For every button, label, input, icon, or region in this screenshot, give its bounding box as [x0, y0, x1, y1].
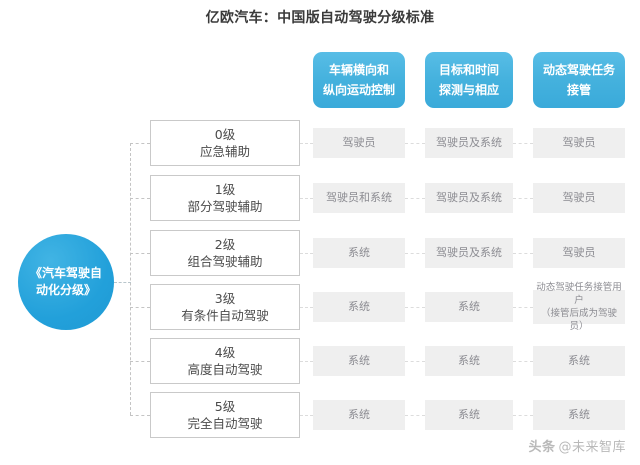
watermark-logo: 头条	[528, 440, 556, 455]
cell-5-0: 系统	[313, 400, 405, 430]
cell-2-1-text: 驾驶员及系统	[436, 246, 502, 259]
cell-5-1-text: 系统	[458, 408, 480, 421]
level-3-name: 有条件自动驾驶	[181, 308, 269, 323]
cell-connector-2-1	[405, 253, 425, 254]
cell-2-2: 驾驶员	[533, 238, 625, 268]
cell-4-0: 系统	[313, 346, 405, 376]
level-box-3: 3级 有条件自动驾驶	[150, 284, 300, 330]
cell-5-0-text: 系统	[348, 408, 370, 421]
tree-branch-1	[130, 198, 150, 199]
cell-4-0-text: 系统	[348, 354, 370, 367]
cell-connector-5-2	[513, 415, 533, 416]
level-box-4: 4级 高度自动驾驶	[150, 338, 300, 384]
level-5-number: 5级	[214, 399, 236, 414]
level-0-name: 应急辅助	[199, 144, 250, 159]
cell-1-0: 驾驶员和系统	[313, 183, 405, 213]
cell-4-1: 系统	[425, 346, 513, 376]
cell-5-1: 系统	[425, 400, 513, 430]
level-2-number: 2级	[214, 237, 236, 252]
cell-1-1-text: 驾驶员及系统	[436, 191, 502, 204]
root-label-line2: 动化分级》	[35, 283, 96, 297]
cell-connector-4-1	[405, 361, 425, 362]
cell-1-0-text: 驾驶员和系统	[326, 191, 392, 204]
cell-connector-5-1	[405, 415, 425, 416]
level-4-number: 4级	[214, 345, 236, 360]
cell-0-0-text: 驾驶员	[342, 136, 376, 149]
cell-connector-0-2	[513, 143, 533, 144]
tree-branch-2	[130, 253, 150, 254]
cell-4-2: 系统	[533, 346, 625, 376]
cell-0-2: 驾驶员	[533, 128, 625, 158]
tree-trunk-line	[130, 143, 131, 415]
cell-2-2-text: 驾驶员	[562, 246, 596, 259]
column-header-0: 车辆横向和 纵向运动控制	[313, 52, 405, 108]
cell-4-1-text: 系统	[458, 354, 480, 367]
cell-2-0-text: 系统	[348, 246, 370, 259]
cell-0-1: 驾驶员及系统	[425, 128, 513, 158]
cell-connector-3-2	[513, 307, 533, 308]
row-connector-1	[300, 198, 313, 199]
cell-3-1: 系统	[425, 292, 513, 322]
root-connector-line	[114, 282, 131, 283]
tree-branch-3	[130, 307, 150, 308]
cell-1-1: 驾驶员及系统	[425, 183, 513, 213]
page-title: 亿欧汽车：中国版自动驾驶分级标准	[205, 10, 435, 26]
cell-connector-3-1	[405, 307, 425, 308]
cell-3-2: 动态驾驶任务接管用户 （接管后成为驾驶员）	[533, 282, 625, 332]
level-1-number: 1级	[214, 182, 236, 197]
row-connector-2	[300, 253, 313, 254]
row-connector-3	[300, 307, 313, 308]
level-2-name: 组合驾驶辅助	[187, 254, 263, 269]
column-header-2-line2: 接管	[566, 83, 591, 97]
cell-2-1: 驾驶员及系统	[425, 238, 513, 268]
cell-3-2-text-line1: 动态驾驶任务接管用户	[536, 282, 622, 306]
cell-5-2: 系统	[533, 400, 625, 430]
column-header-2: 动态驾驶任务 接管	[533, 52, 625, 108]
row-connector-0	[300, 143, 313, 144]
level-box-2: 2级 组合驾驶辅助	[150, 230, 300, 276]
watermark: 头条 @未来智库	[528, 436, 626, 455]
cell-3-0-text: 系统	[348, 300, 370, 313]
row-connector-5	[300, 415, 313, 416]
column-header-0-line2: 纵向运动控制	[322, 83, 395, 97]
level-0-number: 0级	[214, 127, 236, 142]
cell-3-0: 系统	[313, 292, 405, 322]
cell-1-2: 驾驶员	[533, 183, 625, 213]
tree-branch-0	[130, 143, 150, 144]
cell-3-2-text-line2: （接管后成为驾驶员）	[540, 308, 617, 332]
level-4-name: 高度自动驾驶	[187, 362, 263, 377]
cell-connector-2-2	[513, 253, 533, 254]
cell-0-0: 驾驶员	[313, 128, 405, 158]
watermark-handle: @未来智库	[558, 440, 626, 455]
column-header-1-line2: 探测与相应	[438, 83, 499, 97]
cell-connector-4-2	[513, 361, 533, 362]
tree-branch-5	[130, 415, 150, 416]
cell-1-2-text: 驾驶员	[562, 191, 596, 204]
root-node-circle: 《汽车驾驶自 动化分级》	[18, 234, 114, 330]
cell-connector-0-1	[405, 143, 425, 144]
column-header-1-line1: 目标和时间	[438, 63, 499, 77]
cell-0-2-text: 驾驶员	[562, 136, 596, 149]
cell-3-1-text: 系统	[458, 300, 480, 313]
level-5-name: 完全自动驾驶	[187, 416, 263, 431]
cell-0-1-text: 驾驶员及系统	[436, 136, 502, 149]
cell-2-0: 系统	[313, 238, 405, 268]
column-header-1: 目标和时间 探测与相应	[425, 52, 513, 108]
row-connector-4	[300, 361, 313, 362]
cell-connector-1-2	[513, 198, 533, 199]
cell-connector-1-1	[405, 198, 425, 199]
level-box-5: 5级 完全自动驾驶	[150, 392, 300, 438]
cell-4-2-text: 系统	[568, 354, 590, 367]
cell-5-2-text: 系统	[568, 408, 590, 421]
level-box-0: 0级 应急辅助	[150, 120, 300, 166]
root-label-line1: 《汽车驾驶自	[29, 266, 102, 280]
level-3-number: 3级	[214, 291, 236, 306]
level-1-name: 部分驾驶辅助	[187, 199, 263, 214]
column-header-0-line1: 车辆横向和	[328, 63, 389, 77]
column-header-2-line1: 动态驾驶任务	[542, 63, 615, 77]
tree-branch-4	[130, 361, 150, 362]
level-box-1: 1级 部分驾驶辅助	[150, 175, 300, 221]
